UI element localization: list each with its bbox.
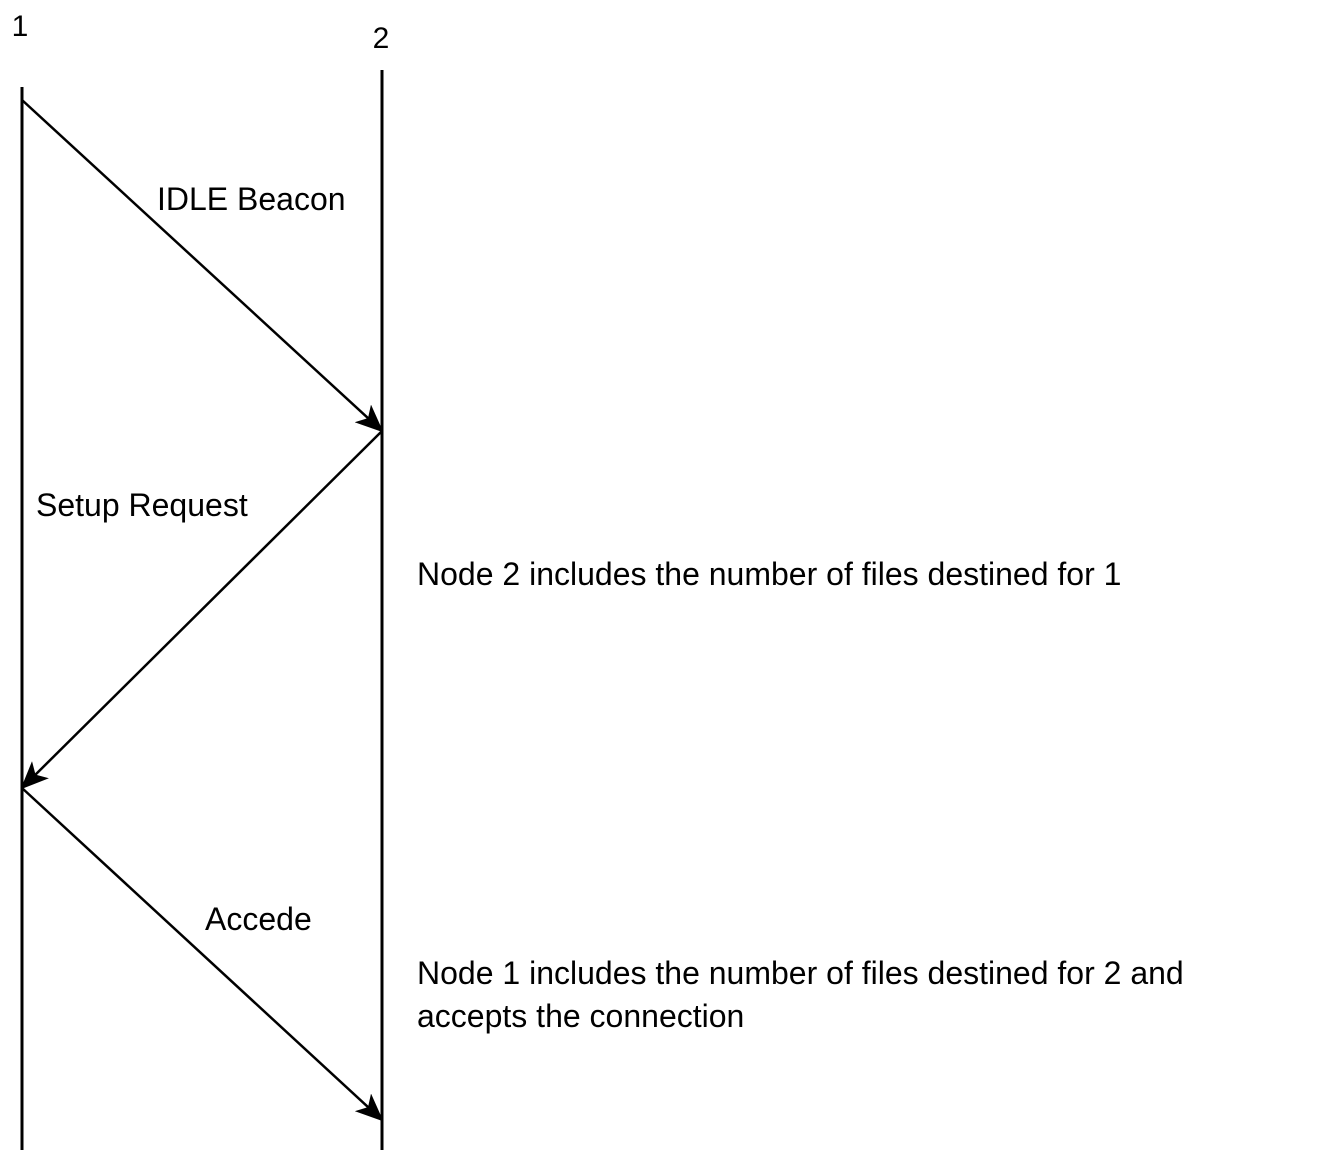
- note-node-1-line-1: Node 1 includes the number of files dest…: [417, 955, 1184, 991]
- note-node-2: Node 2 includes the number of files dest…: [417, 556, 1121, 592]
- message-arrow-accede: [21, 787, 384, 1122]
- note-node-2-line-1: Node 2 includes the number of files dest…: [417, 556, 1121, 592]
- message-arrow-setup-request: [20, 430, 383, 790]
- node-1-label: 1: [12, 10, 29, 43]
- message-label-accede: Accede: [205, 901, 312, 937]
- message-label-setup-request: Setup Request: [36, 487, 248, 523]
- note-node-1-line-2: accepts the connection: [417, 998, 744, 1034]
- message-arrow-idle-beacon: [21, 99, 384, 433]
- node-2-label: 2: [373, 22, 390, 55]
- message-label-idle-beacon: IDLE Beacon: [157, 181, 346, 217]
- note-node-1: Node 1 includes the number of files dest…: [417, 955, 1193, 1034]
